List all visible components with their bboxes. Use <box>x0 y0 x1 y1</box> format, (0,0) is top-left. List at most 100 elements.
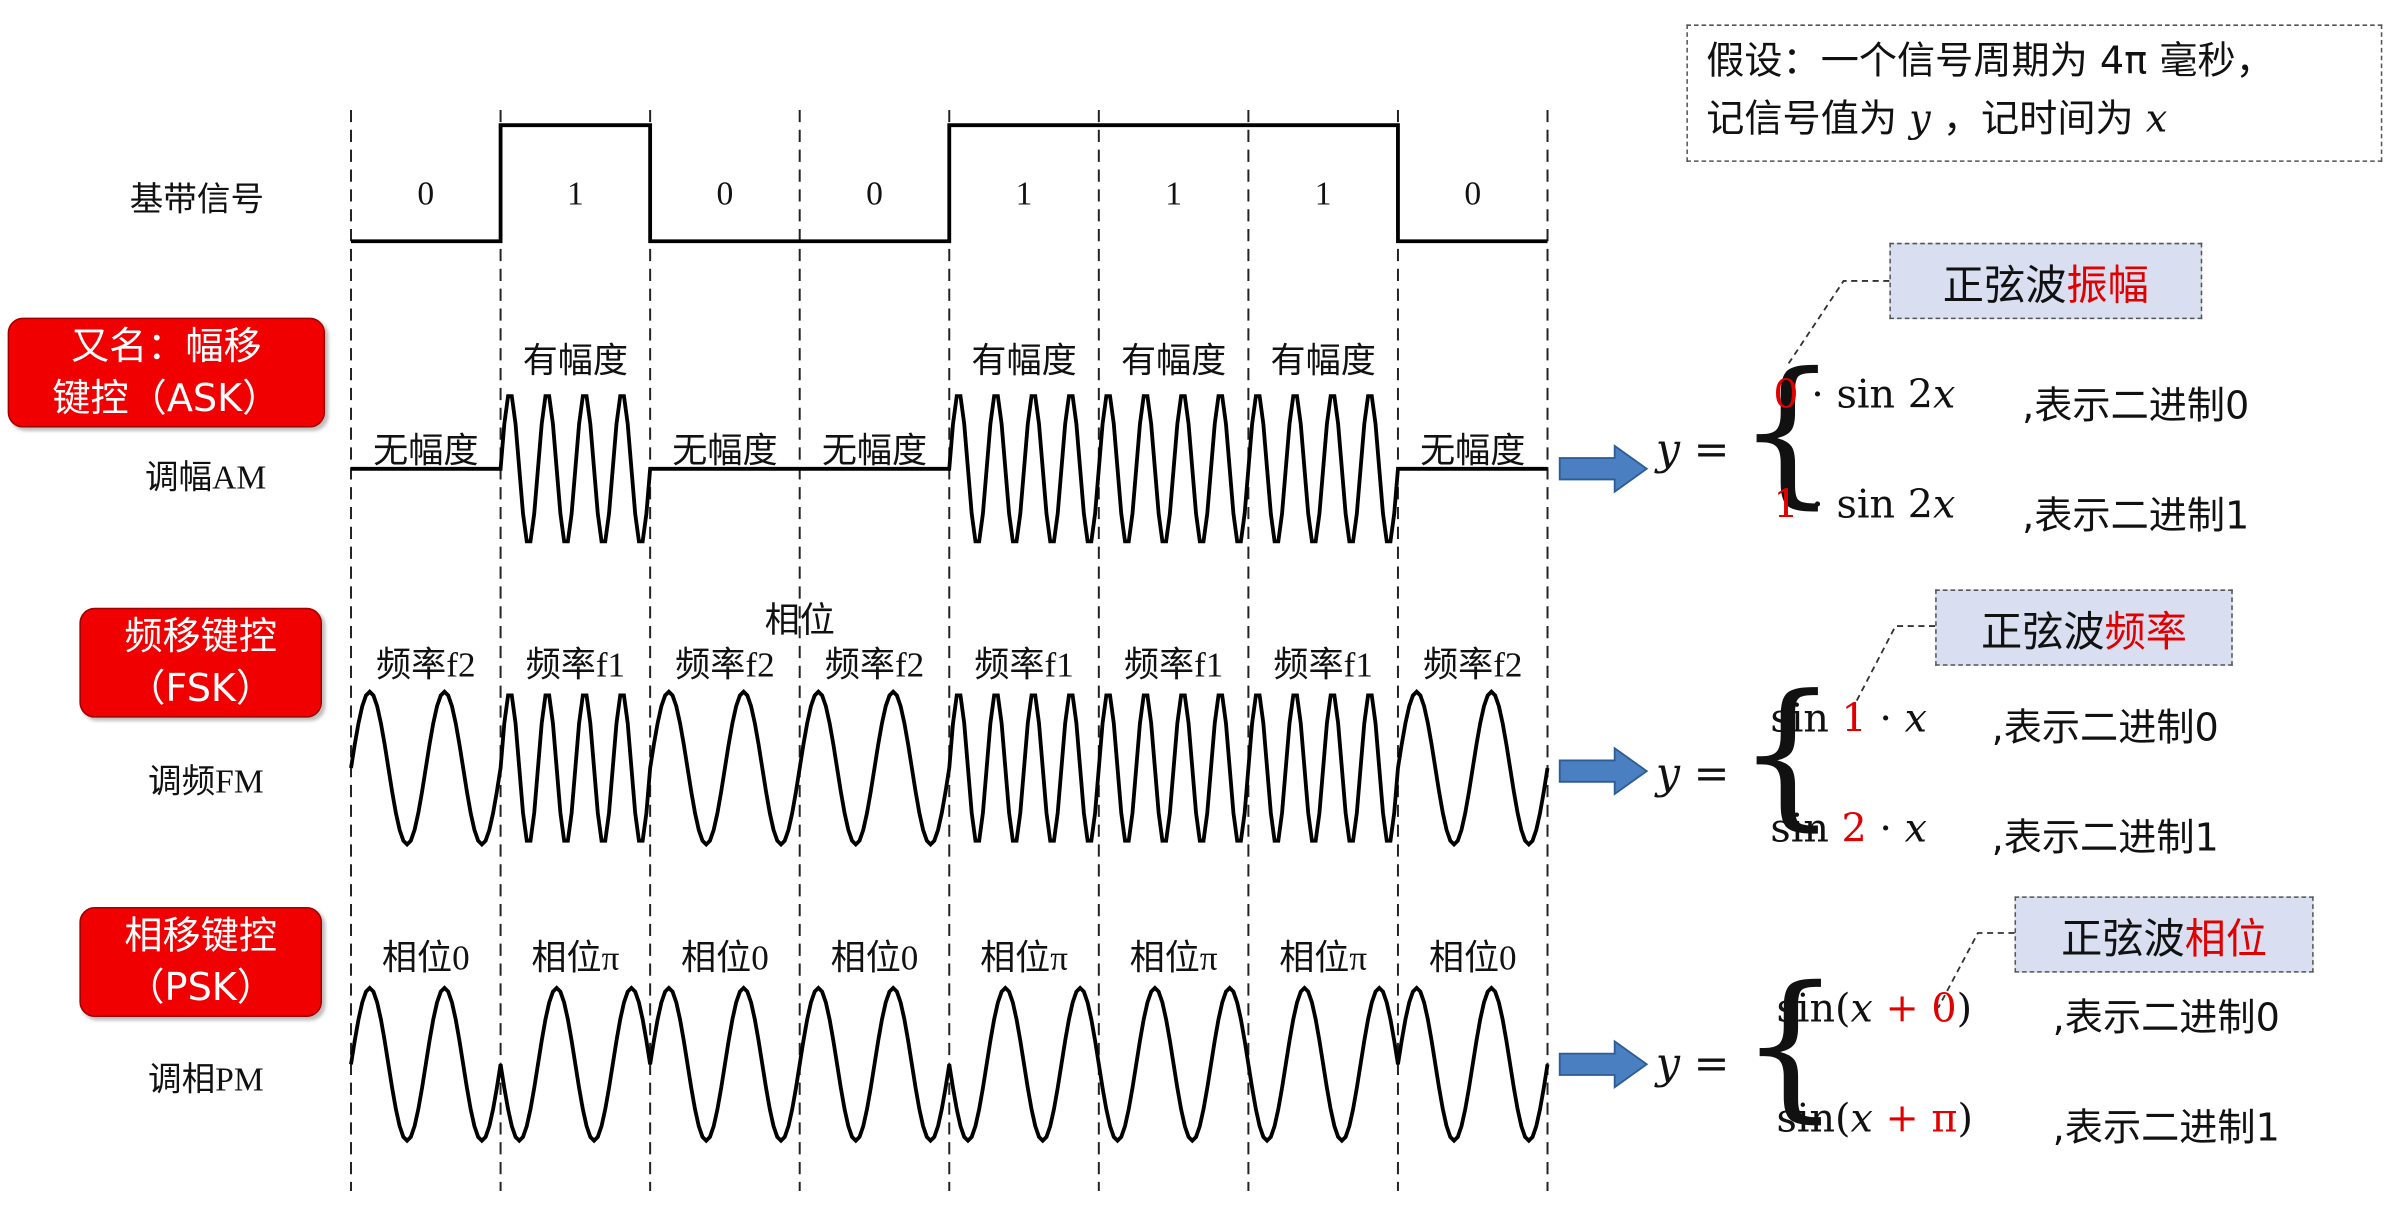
coefficient: 0 <box>1773 372 1799 419</box>
am-row-label: 调幅AM <box>144 458 267 497</box>
x-variable: x <box>2145 96 2168 141</box>
y-variable: y <box>1909 96 1931 141</box>
pm-phase-label: 相位π <box>1279 939 1368 978</box>
fm-frequency-label: 频率f2 <box>675 645 775 685</box>
fm-arrow-icon <box>1558 746 1649 796</box>
coefficient: 1 <box>1773 482 1799 529</box>
pm-phase-label: 相位0 <box>1428 939 1517 978</box>
x-variable: x <box>1904 696 1928 743</box>
pm-phase-label: 相位π <box>980 939 1069 978</box>
pm-tag: 正弦波相位 <box>2014 896 2314 973</box>
pm-phase-label: 相位π <box>531 939 620 978</box>
y-equals-text: y = <box>1655 748 1730 799</box>
stray-phase-label: 相位 <box>764 601 835 640</box>
ask-callout-line1: 又名：幅移 <box>70 323 262 369</box>
coefficient: 1 <box>1841 696 1867 743</box>
fm-case-1: sin 2 · x <box>1770 806 1927 852</box>
fm-meaning-1: ,表示二进制1 <box>1991 815 2219 860</box>
tag-prefix: 正弦波 <box>1980 608 2105 656</box>
am-tag: 正弦波振幅 <box>1889 242 2203 320</box>
fm-frequency-label: 频率f1 <box>1273 645 1373 685</box>
assumption-text: ，记时间为 <box>1942 96 2134 141</box>
pm-meaning-0: ,表示二进制0 <box>2052 995 2280 1040</box>
am-case-0: 0 · sin 2x <box>1773 373 1955 419</box>
phase-offset: π <box>1931 1096 1958 1143</box>
close-paren: ) <box>1956 986 1973 1033</box>
am-amplitude-label: 有幅度 <box>522 342 629 381</box>
fm-row-label: 调频FM <box>148 761 264 801</box>
x-variable: x <box>1932 372 1956 419</box>
close-paren: ) <box>1957 1096 1974 1143</box>
am-amplitude-label: 无幅度 <box>373 432 479 471</box>
ask-callout-line2: 键控（ASK） <box>52 375 281 420</box>
coefficient: 2 <box>1841 806 1867 853</box>
am-modulated-wave <box>351 394 1548 544</box>
bit-label: 0 <box>716 174 734 213</box>
fsk-callout-line1: 频移键控 <box>124 613 277 659</box>
am-amplitude-label: 无幅度 <box>821 432 928 471</box>
time-slot-dividers <box>350 109 1549 1192</box>
bit-label: 0 <box>1464 174 1482 213</box>
psk-callout: 相移键控 （PSK） <box>79 907 323 1017</box>
pm-phase-label: 相位0 <box>830 939 919 978</box>
bit-label: 0 <box>417 174 435 213</box>
plus-operator: + <box>1872 1096 1932 1143</box>
y-equals-text: y = <box>1655 424 1730 475</box>
fsk-callout-line2: （FSK） <box>127 665 275 711</box>
fm-case-0: sin 1 · x <box>1770 696 1927 742</box>
psk-callout-line2: （PSK） <box>126 965 275 1010</box>
am-amplitude-label: 无幅度 <box>1420 432 1526 471</box>
am-amplitude-label: 有幅度 <box>1120 342 1227 381</box>
fm-meaning-0: ,表示二进制0 <box>1991 705 2219 750</box>
pm-tag-leader <box>1937 932 2015 1009</box>
am-brace: { <box>1736 337 1838 524</box>
period-value: 4π <box>2099 38 2148 83</box>
sin-term: · sin 2 <box>1811 482 1933 529</box>
dot-operator: · <box>1866 806 1905 853</box>
pm-meaning-1: ,表示二进制1 <box>2052 1105 2280 1150</box>
am-meaning-0: ,表示二进制0 <box>2022 383 2250 428</box>
assumption-text: 记信号值为 <box>1706 96 1898 141</box>
fm-tag-leader <box>1854 625 1936 703</box>
fm-y-equals: y = <box>1656 748 1730 798</box>
pm-brace: { <box>1739 951 1841 1138</box>
am-case-1: 1 · sin 2x <box>1773 483 1955 529</box>
phase-offset: 0 <box>1931 986 1957 1033</box>
tag-prefix: 正弦波 <box>1942 261 2067 310</box>
tag-highlight: 频率 <box>2104 608 2187 656</box>
y-equals-text: y = <box>1655 1038 1730 1089</box>
fm-brace: { <box>1736 659 1838 846</box>
fm-frequency-label: 频率f1 <box>1123 645 1224 685</box>
fm-frequency-label: 频率f1 <box>974 645 1074 685</box>
baseband-row-label: 基带信号 <box>129 180 265 219</box>
plus-operator: + <box>1872 986 1932 1033</box>
x-variable: x <box>1850 986 1873 1033</box>
fsk-callout: 频移键控 （FSK） <box>79 607 323 718</box>
fm-tag: 正弦波频率 <box>1935 589 2233 666</box>
fm-frequency-label: 频率f2 <box>1422 645 1523 685</box>
pm-case-1: sin(x + π) <box>1776 1096 1973 1142</box>
psk-callout-line1: 相移键控 <box>124 913 277 958</box>
pm-phase-label: 相位0 <box>681 939 769 978</box>
sin-term: sin( <box>1776 1096 1851 1143</box>
am-y-equals: y = <box>1656 425 1730 475</box>
pm-phase-label: 相位π <box>1129 939 1218 978</box>
ask-callout: 又名：幅移 键控（ASK） <box>7 317 326 428</box>
dot-operator: · <box>1866 696 1905 743</box>
tag-highlight: 振幅 <box>2066 261 2149 310</box>
fm-modulated-wave <box>349 689 1550 848</box>
am-amplitude-label: 有幅度 <box>1270 342 1376 381</box>
fm-frequency-label: 频率f2 <box>376 645 476 685</box>
pm-arrow-icon <box>1558 1039 1649 1089</box>
x-variable: x <box>1932 482 1956 529</box>
pm-modulated-wave <box>349 985 1550 1144</box>
pm-row-label: 调相PM <box>148 1059 264 1098</box>
am-amplitude-label: 有幅度 <box>971 342 1077 381</box>
assumption-box: 假设：一个信号周期为 4π 毫秒， 记信号值为 y ，记时间为 x <box>1686 24 2383 162</box>
period-unit: 毫秒， <box>2159 38 2274 83</box>
sin-term: sin <box>1770 806 1842 853</box>
pm-case-0: sin(x + 0) <box>1776 986 1972 1032</box>
sin-term: sin <box>1770 696 1842 743</box>
assumption-text: 假设：一个信号周期为 <box>1706 38 2088 83</box>
tag-highlight: 相位 <box>2184 915 2268 963</box>
